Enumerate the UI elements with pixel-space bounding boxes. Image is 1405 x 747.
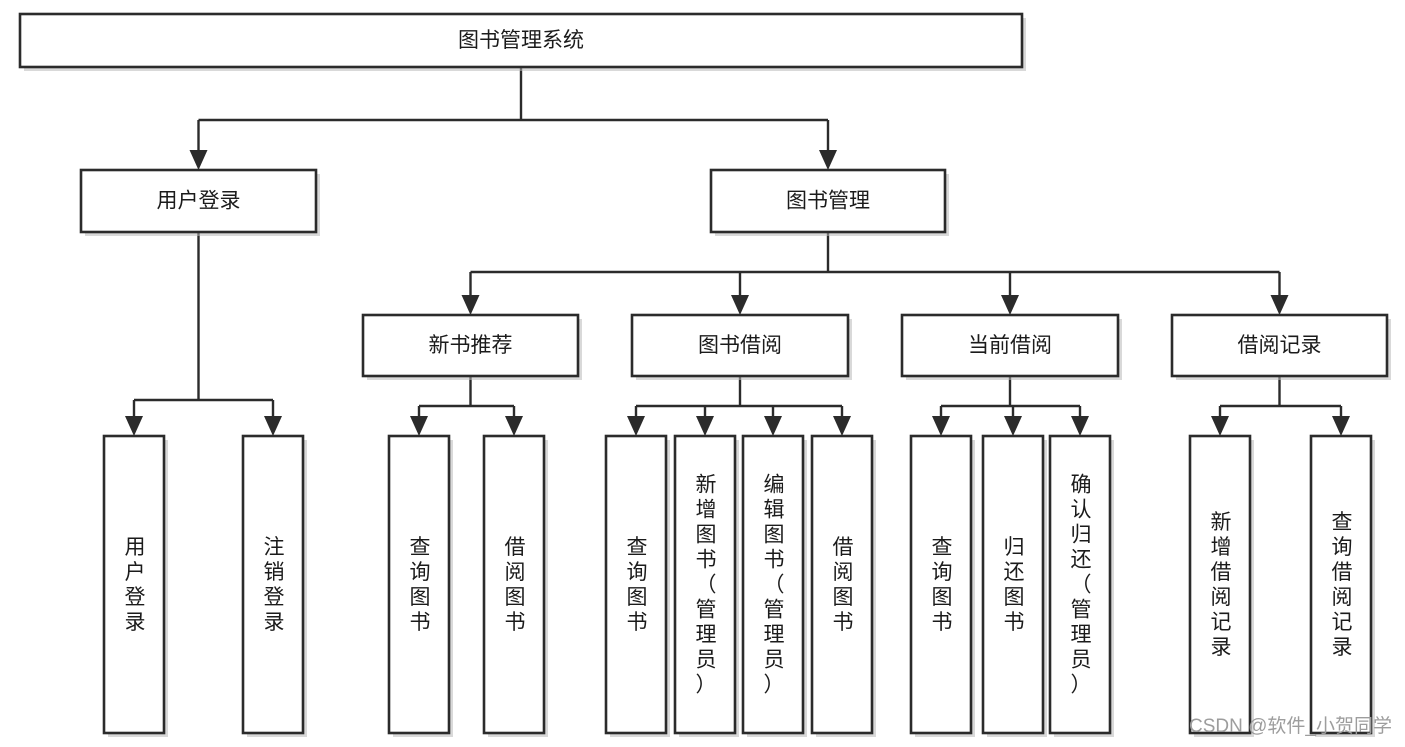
arrow-head-icon <box>1211 416 1229 436</box>
node-current-borrow[interactable]: 当前借阅 <box>900 313 1122 380</box>
node-bb-query-book[interactable]: 查询图书 <box>604 434 670 737</box>
node-br-query-record[interactable]: 查询借阅记录 <box>1309 434 1375 737</box>
node-label: 当前借阅 <box>968 334 1052 357</box>
arrow-head-icon <box>627 416 645 436</box>
arrow-head-icon <box>1332 416 1350 436</box>
node-nbr-query-book[interactable]: 查询图书 <box>387 434 453 737</box>
arrow-head-icon <box>505 416 523 436</box>
node-book-borrow[interactable]: 图书借阅 <box>630 313 852 380</box>
node-bb-borrow-book[interactable]: 借阅图书 <box>810 434 876 737</box>
node-label: 借阅记录 <box>1238 334 1322 357</box>
arrow-head-icon <box>264 416 282 436</box>
node-label: 新增借阅记录 <box>1211 511 1232 659</box>
node-box[interactable] <box>1188 434 1252 735</box>
node-label: 查询图书 <box>932 536 953 634</box>
arrow-head-icon <box>819 150 837 170</box>
node-box[interactable] <box>387 434 451 735</box>
arrow-head-icon <box>833 416 851 436</box>
node-layer: 图书管理系统用户登录用户登录注销登录图书管理新书推荐查询图书借阅图书图书借阅查询… <box>18 12 1391 737</box>
arrow-head-icon <box>932 416 950 436</box>
connector-layer <box>125 67 1350 436</box>
node-cb-confirm-return[interactable]: 确认归还（管理员） <box>1048 434 1114 737</box>
node-label: 查询图书 <box>410 536 431 634</box>
arrow-head-icon <box>1004 416 1022 436</box>
node-label: 查询图书 <box>627 536 648 634</box>
node-label: 编辑图书（管理员） <box>764 474 785 697</box>
node-label: 查询借阅记录 <box>1332 511 1353 659</box>
node-label: 用户登录 <box>125 536 146 634</box>
node-nbr-borrow-book[interactable]: 借阅图书 <box>482 434 548 737</box>
node-box[interactable] <box>673 434 737 735</box>
node-box[interactable] <box>241 434 305 735</box>
node-box[interactable] <box>102 434 166 735</box>
node-label: 新书推荐 <box>429 334 513 357</box>
node-box[interactable] <box>482 434 546 735</box>
node-label: 图书借阅 <box>698 334 782 357</box>
node-book-management[interactable]: 图书管理 <box>709 168 949 236</box>
node-box[interactable] <box>709 168 947 234</box>
watermark-label: CSDN @软件_小贺同学 <box>1189 715 1392 737</box>
node-label: 注销登录 <box>264 536 285 634</box>
arrow-head-icon <box>696 416 714 436</box>
node-label: 图书管理系统 <box>458 29 584 52</box>
arrow-head-icon <box>1001 295 1019 315</box>
node-label: 新增图书（管理员） <box>696 474 717 697</box>
arrow-head-icon <box>410 416 428 436</box>
node-box[interactable] <box>810 434 874 735</box>
node-borrow-record[interactable]: 借阅记录 <box>1170 313 1391 380</box>
node-user-login[interactable]: 用户登录 <box>79 168 320 236</box>
node-bb-edit-book[interactable]: 编辑图书（管理员） <box>741 434 807 737</box>
node-user-login-logout[interactable]: 注销登录 <box>241 434 307 737</box>
node-box[interactable] <box>1170 313 1389 378</box>
arrow-head-icon <box>125 416 143 436</box>
node-cb-return-book[interactable]: 归还图书 <box>981 434 1047 737</box>
node-label: 借阅图书 <box>833 536 854 634</box>
arrow-head-icon <box>731 295 749 315</box>
node-root[interactable]: 图书管理系统 <box>18 12 1026 71</box>
node-box[interactable] <box>1309 434 1373 735</box>
node-user-login-login[interactable]: 用户登录 <box>102 434 168 737</box>
node-box[interactable] <box>741 434 805 735</box>
arrow-head-icon <box>189 150 208 170</box>
node-label: 归还图书 <box>1004 536 1025 634</box>
node-cb-query-book[interactable]: 查询图书 <box>909 434 975 737</box>
node-box[interactable] <box>18 12 1024 69</box>
arrow-head-icon <box>764 416 782 436</box>
node-box[interactable] <box>981 434 1045 735</box>
node-new-book-recommend[interactable]: 新书推荐 <box>361 313 582 380</box>
node-label: 用户登录 <box>157 190 241 213</box>
node-br-add-record[interactable]: 新增借阅记录 <box>1188 434 1254 737</box>
arrow-head-icon <box>1270 295 1289 315</box>
node-label: 借阅图书 <box>505 536 526 634</box>
node-box[interactable] <box>900 313 1120 378</box>
node-label: 确认归还（管理员） <box>1071 474 1092 697</box>
node-box[interactable] <box>604 434 668 735</box>
arrow-head-icon <box>1071 416 1089 436</box>
node-box[interactable] <box>361 313 580 378</box>
node-label: 图书管理 <box>786 190 870 213</box>
node-box[interactable] <box>79 168 318 234</box>
node-box[interactable] <box>909 434 973 735</box>
node-bb-add-book[interactable]: 新增图书（管理员） <box>673 434 739 737</box>
node-box[interactable] <box>630 313 850 378</box>
node-box[interactable] <box>1048 434 1112 735</box>
arrow-head-icon <box>461 295 480 315</box>
